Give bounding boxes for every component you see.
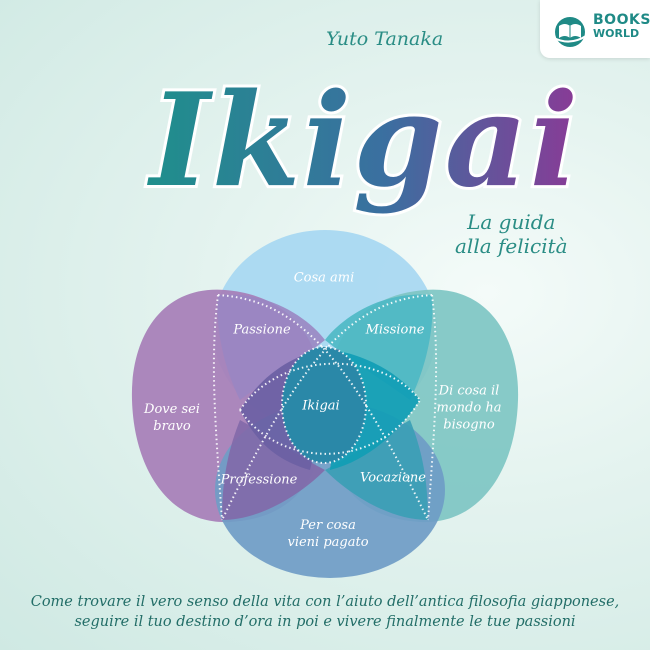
label-ikigai: Ikigai bbox=[302, 398, 340, 414]
label-mondo-ha-bisogno: Di cosa il mondo ha bisogno bbox=[436, 383, 502, 433]
svg-text:Ikigai: Ikigai bbox=[147, 66, 580, 216]
label-cosa-ami: Cosa ami bbox=[293, 270, 355, 286]
label-passione: Passione bbox=[233, 322, 291, 338]
label-professione: Professione bbox=[220, 472, 298, 488]
publisher-name-line2: WORLD bbox=[593, 27, 640, 40]
tagline-line2: seguire il tuo destino d’ora in poi e vi… bbox=[74, 614, 576, 630]
tagline-line1: Come trovare il vero senso della vita co… bbox=[30, 594, 620, 610]
open-book-globe-icon bbox=[553, 17, 587, 47]
author-name: Yuto Tanaka bbox=[326, 28, 444, 50]
label-per-cosa-vieni-pagato: Per cosa vieni pagato bbox=[287, 518, 369, 550]
tagline: Come trovare il vero senso della vita co… bbox=[0, 592, 650, 632]
publisher-name-line1: BOOKS bbox=[593, 12, 650, 28]
label-dove-sei-bravo: Dove sei bravo bbox=[144, 402, 200, 434]
subtitle-line1: La guida bbox=[467, 210, 556, 234]
subtitle-line2: alla felicità bbox=[455, 234, 568, 258]
label-vocazione: Vocazione bbox=[360, 470, 426, 486]
publisher-logo: BOOKS WORLD bbox=[540, 0, 650, 58]
title-ikigai: Ikigai bbox=[144, 63, 581, 219]
label-missione: Missione bbox=[365, 322, 425, 338]
subtitle: La guida alla felicità bbox=[455, 210, 568, 258]
